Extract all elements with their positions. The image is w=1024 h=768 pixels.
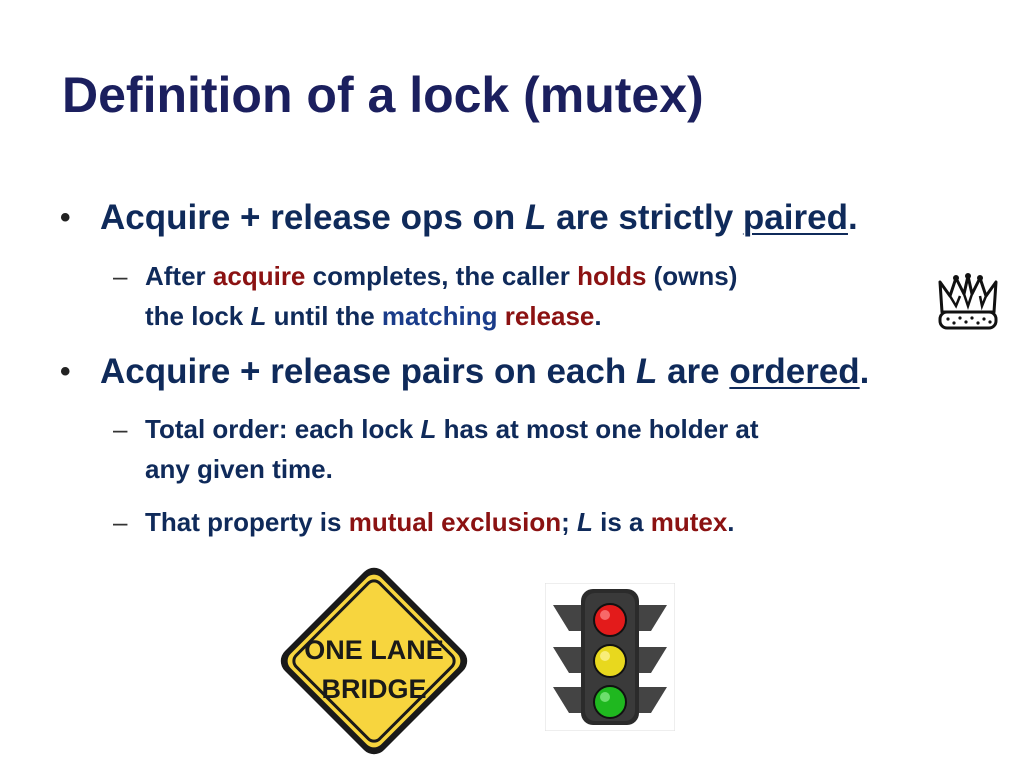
- var-L: L: [635, 352, 658, 391]
- sub-text: .: [727, 507, 735, 537]
- sub-text: After: [145, 261, 213, 291]
- term-holds: holds: [577, 261, 647, 291]
- bullet-text: Acquire + release pairs on each: [100, 352, 636, 391]
- sign-inner-border: [292, 579, 456, 743]
- bullet-text: .: [859, 352, 870, 391]
- sub-text: any given time.: [145, 454, 333, 484]
- sub-dash: –: [113, 507, 128, 537]
- term-paired: paired: [742, 198, 848, 237]
- bullet-ordered: • Acquire + release pairs on each L are …: [60, 352, 870, 392]
- bullet-text: .: [847, 198, 858, 237]
- crown-icon: [938, 273, 998, 330]
- bullet-text: Acquire + release ops on: [100, 198, 526, 237]
- bullet-text: are: [657, 352, 730, 391]
- sub-text: That property is: [145, 507, 349, 537]
- bullet-dot: •: [60, 355, 71, 388]
- sub-text: until the: [266, 301, 382, 331]
- page-title: Definition of a lock (mutex): [62, 67, 704, 123]
- term-mutual-exclusion: mutual exclusion: [348, 507, 562, 537]
- sub-text: has at most one holder at: [436, 414, 759, 444]
- sub-mutual-exclusion: – That property is mutual exclusion; L i…: [113, 502, 735, 542]
- term-release: release: [504, 301, 595, 331]
- sign-line-1: ONE LANE: [304, 635, 444, 665]
- var-L: L: [525, 198, 547, 237]
- term-mutex: mutex: [650, 507, 728, 537]
- bullet-paired: • Acquire + release ops on L are strictl…: [60, 198, 858, 238]
- sub-dash: –: [113, 261, 128, 291]
- sign-line-2: BRIDGE: [321, 674, 426, 704]
- sub-text: the lock: [145, 301, 251, 331]
- var-L: L: [420, 414, 437, 444]
- sub-total-order: – Total order: each lock L has at most o…: [113, 409, 759, 449]
- sub-acquire-holds: – After acquire completes, the caller ho…: [113, 256, 738, 296]
- traffic-light-icon: [545, 583, 675, 731]
- sub-text: is a: [592, 507, 651, 537]
- sub-text: (owns): [646, 261, 738, 291]
- sign-face: [287, 574, 461, 748]
- term-matching: matching: [381, 301, 498, 331]
- bullet-dot: •: [60, 201, 71, 234]
- sub-acquire-holds-cont: the lock L until the matching release.: [145, 296, 602, 336]
- term-ordered: ordered: [729, 352, 860, 391]
- sub-text: [498, 301, 505, 331]
- sub-text: .: [594, 301, 602, 331]
- sub-text: completes, the caller: [305, 261, 578, 291]
- sub-dash: –: [113, 414, 128, 444]
- var-L: L: [576, 507, 593, 537]
- var-L: L: [250, 301, 267, 331]
- term-acquire: acquire: [212, 261, 306, 291]
- one-lane-bridge-sign: ONE LANE BRIDGE: [280, 567, 468, 755]
- sub-total-order-cont: any given time.: [145, 449, 333, 489]
- bullet-text: are strictly: [546, 198, 743, 237]
- sub-text: Total order: each lock: [145, 414, 421, 444]
- sub-text: ;: [561, 507, 577, 537]
